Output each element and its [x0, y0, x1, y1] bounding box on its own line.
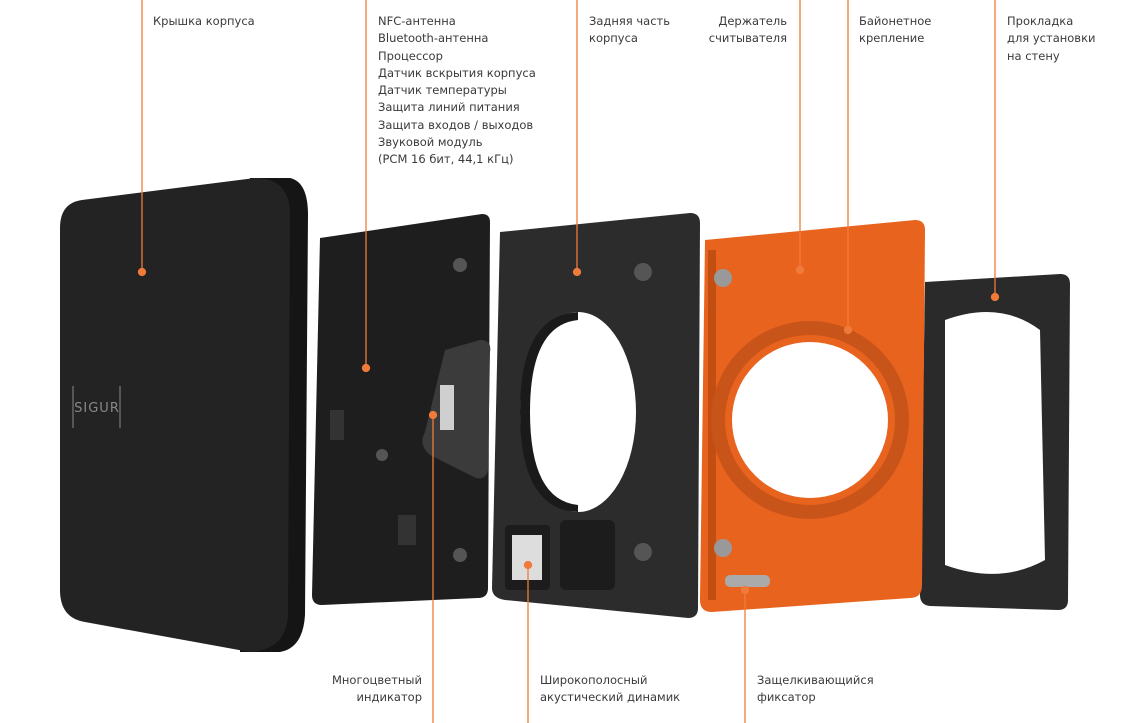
label-cover: Крышка корпуса [153, 13, 255, 30]
label-line: Крышка корпуса [153, 14, 255, 28]
label-line: акустический динамик [540, 690, 681, 705]
label-line: Защелкивающийся [757, 673, 874, 687]
label-reader-holder: Держатель считывателя [709, 13, 787, 48]
label-line: Прокладка [1007, 14, 1074, 28]
label-line: фиксатор [757, 690, 816, 705]
label-line: Держатель [718, 14, 787, 28]
label-line: NFC-антенна [378, 14, 456, 28]
label-line: Задняя часть [589, 14, 671, 28]
label-line: Защита входов / выходов [378, 117, 534, 132]
label-line: Bluetooth-антенна [378, 31, 489, 46]
label-line: Звуковой модуль [378, 135, 483, 150]
label-back-housing: Задняя часть корпуса [589, 13, 670, 48]
label-speaker: Широкополосный акустический динамик [540, 672, 680, 707]
label-latch: Защелкивающийся фиксатор [757, 672, 874, 707]
sigur-logo: SIGUR [74, 401, 120, 416]
label-line: Процессор [378, 48, 443, 63]
label-line: Датчик вскрытия корпуса [378, 65, 536, 80]
label-bayonet: Байонетное крепление [859, 13, 931, 48]
label-gasket: Прокладка для установки на стену [1007, 13, 1096, 65]
label-line: индикатор [356, 690, 422, 705]
label-line: Широкополосный [540, 673, 648, 687]
label-line: Байонетное [859, 14, 932, 28]
label-line: Защита линий питания [378, 100, 520, 115]
label-line: считывателя [708, 31, 787, 46]
label-line: для установки [1007, 31, 1096, 46]
bayonet-mount [700, 220, 925, 612]
label-indicator: Многоцветный индикатор [332, 672, 422, 707]
label-line: на стену [1007, 48, 1060, 63]
leader-lines [137, 0, 1000, 723]
back-housing [492, 213, 700, 618]
circuit-board [312, 214, 491, 605]
label-line: (PCM 16 бит, 44,1 кГц) [378, 152, 514, 167]
label-line: корпуса [589, 31, 638, 46]
label-line: Датчик температуры [378, 83, 507, 98]
wall-gasket [920, 274, 1070, 610]
label-circuit-board: NFC-антенна Bluetooth-антенна Процессор … [378, 13, 536, 169]
label-line: крепление [859, 31, 925, 46]
housing-cover: SIGUR [60, 178, 308, 652]
label-line: Многоцветный [331, 673, 422, 687]
